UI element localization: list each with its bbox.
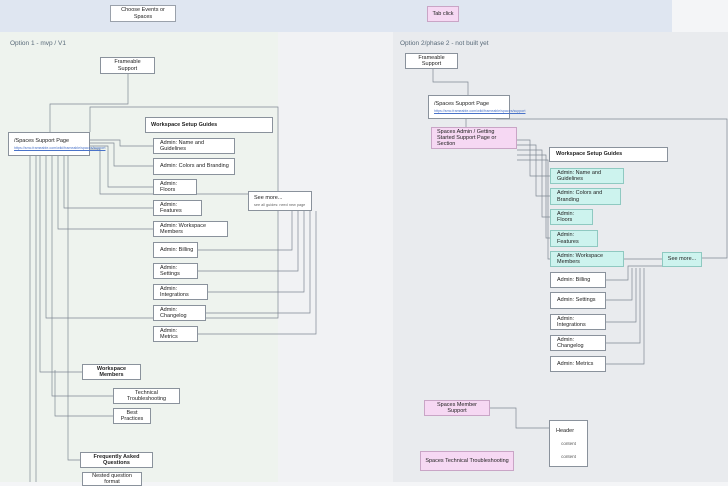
- admin-features-node-right[interactable]: Admin: Features: [550, 230, 598, 247]
- technical-troubleshooting-node[interactable]: Technical Troubleshooting: [113, 388, 180, 404]
- admin-colors-branding-node[interactable]: Admin: Colors and Branding: [153, 158, 235, 175]
- spaces-support-page-node[interactable]: /Spaces Support Page https://smc.frameab…: [8, 132, 105, 156]
- admin-changelog-node-right[interactable]: Admin: Changelog: [550, 335, 606, 351]
- frameable-support-node[interactable]: Frameable Support: [100, 57, 155, 74]
- admin-workspace-members-node-right[interactable]: Admin: Workspace Members: [550, 251, 624, 267]
- card-content-2: content: [561, 454, 576, 460]
- header-content-card[interactable]: Header content content: [549, 420, 588, 467]
- admin-settings-node[interactable]: Admin: Settings: [153, 263, 198, 279]
- card-header: Header: [556, 427, 575, 434]
- frameable-support-node-right[interactable]: Frameable Support: [405, 53, 458, 69]
- admin-metrics-node-right[interactable]: Admin: Metrics: [550, 356, 606, 372]
- admin-billing-node[interactable]: Admin: Billing: [153, 242, 198, 258]
- see-more-node-left[interactable]: See more... see all guides: need new pag…: [248, 191, 312, 211]
- admin-floors-node[interactable]: Admin: Floors: [153, 179, 197, 195]
- admin-integrations-node-right[interactable]: Admin: Integrations: [550, 314, 606, 330]
- admin-features-node[interactable]: Admin: Features: [153, 200, 202, 216]
- see-more-note: see all guides: need new page: [254, 202, 306, 207]
- admin-name-guidelines-node-right[interactable]: Admin: Name and Guidelines: [550, 168, 624, 184]
- choose-events-or-spaces[interactable]: Choose Events or Spaces: [110, 5, 176, 22]
- admin-colors-branding-node-right[interactable]: Admin: Colors and Branding: [550, 188, 621, 205]
- spaces-support-page-node-right[interactable]: /Spaces Support Page https://smc.frameab…: [428, 95, 525, 119]
- see-more-node-right[interactable]: See more...: [662, 252, 702, 267]
- workspace-members-node[interactable]: Workspace Members: [82, 364, 141, 380]
- spaces-member-support-node[interactable]: Spaces Member Support: [424, 400, 490, 416]
- option-1-label: Option 1 - mvp / V1: [10, 40, 66, 47]
- spaces-support-url-right[interactable]: https://smc.frameable.com/wiki/frameable…: [434, 108, 526, 113]
- workspace-setup-guides-header-right: Workspace Setup Guides: [549, 147, 668, 162]
- admin-billing-node-right[interactable]: Admin: Billing: [550, 272, 606, 288]
- workspace-setup-guides-header: Workspace Setup Guides: [145, 117, 273, 133]
- see-more-label-left: See more...: [254, 194, 283, 201]
- admin-settings-node-right[interactable]: Admin: Settings: [550, 292, 606, 309]
- spaces-support-page-title-right: /Spaces Support Page: [434, 101, 490, 108]
- admin-metrics-node[interactable]: Admin: Metrics: [153, 326, 198, 342]
- spaces-support-page-title: /Spaces Support Page: [14, 138, 70, 145]
- nested-question-format-node[interactable]: Nested question format: [82, 472, 142, 486]
- admin-workspace-members-node[interactable]: Admin: Workspace Members: [153, 221, 228, 237]
- option-2-label: Option 2/phase 2 - not built yet: [400, 40, 489, 47]
- spaces-admin-getting-started-node[interactable]: Spaces Admin / Getting Started Support P…: [431, 127, 517, 149]
- admin-name-guidelines-node[interactable]: Admin: Name and Guidelines: [153, 138, 235, 154]
- admin-floors-node-right[interactable]: Admin: Floors: [550, 209, 593, 225]
- admin-changelog-node[interactable]: Admin: Changelog: [153, 305, 206, 321]
- spaces-technical-troubleshooting-node[interactable]: Spaces Technical Troubleshooting: [420, 451, 514, 471]
- admin-integrations-node[interactable]: Admin: Integrations: [153, 284, 208, 300]
- spaces-support-url[interactable]: https://smc.frameable.com/wiki/frameable…: [14, 145, 106, 150]
- best-practices-node[interactable]: Best Practices: [113, 408, 151, 424]
- card-content-1: content: [561, 441, 576, 447]
- faq-node[interactable]: Frequently Asked Questions: [80, 452, 153, 468]
- gap-panel: [278, 32, 393, 482]
- tab-click-node[interactable]: Tab click: [427, 6, 459, 22]
